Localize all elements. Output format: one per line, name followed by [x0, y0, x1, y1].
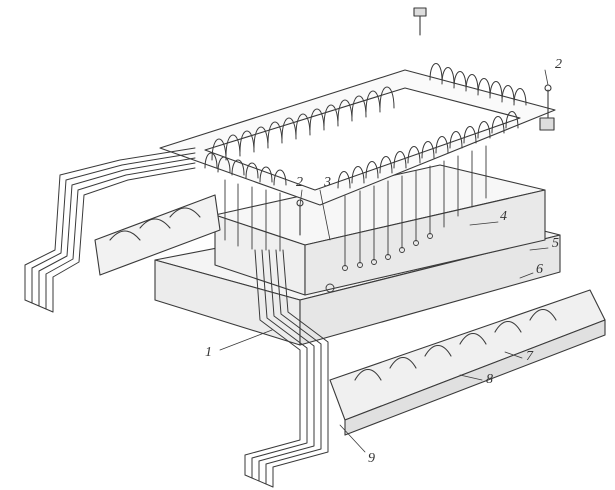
- clamp-right: [539, 84, 555, 131]
- front-busbar: [329, 289, 606, 436]
- left-lead-bundle: [24, 147, 196, 313]
- clamp-front: [296, 199, 304, 236]
- core-block: [214, 164, 546, 296]
- callout-3: 3: [324, 175, 331, 190]
- right-coil-row: [429, 63, 527, 106]
- top-frame: [159, 69, 556, 206]
- callout-1: 1: [205, 345, 212, 360]
- leader-lines: [219, 69, 549, 453]
- back-coil-row: [211, 86, 395, 161]
- hanging-leads: [224, 145, 487, 293]
- callout-6: 6: [536, 262, 543, 277]
- callout-2-front: 2: [296, 175, 303, 190]
- callout-2-right: 2: [555, 57, 562, 72]
- front-coil-row: [204, 111, 519, 189]
- back-busbar: [94, 194, 221, 276]
- front-lead-bundle: [244, 249, 329, 488]
- callout-7: 7: [526, 349, 533, 364]
- callout-9: 9: [368, 451, 375, 466]
- clamp-top: [413, 7, 427, 36]
- callout-4: 4: [500, 209, 507, 224]
- callout-8: 8: [486, 372, 493, 387]
- callout-5: 5: [552, 236, 559, 251]
